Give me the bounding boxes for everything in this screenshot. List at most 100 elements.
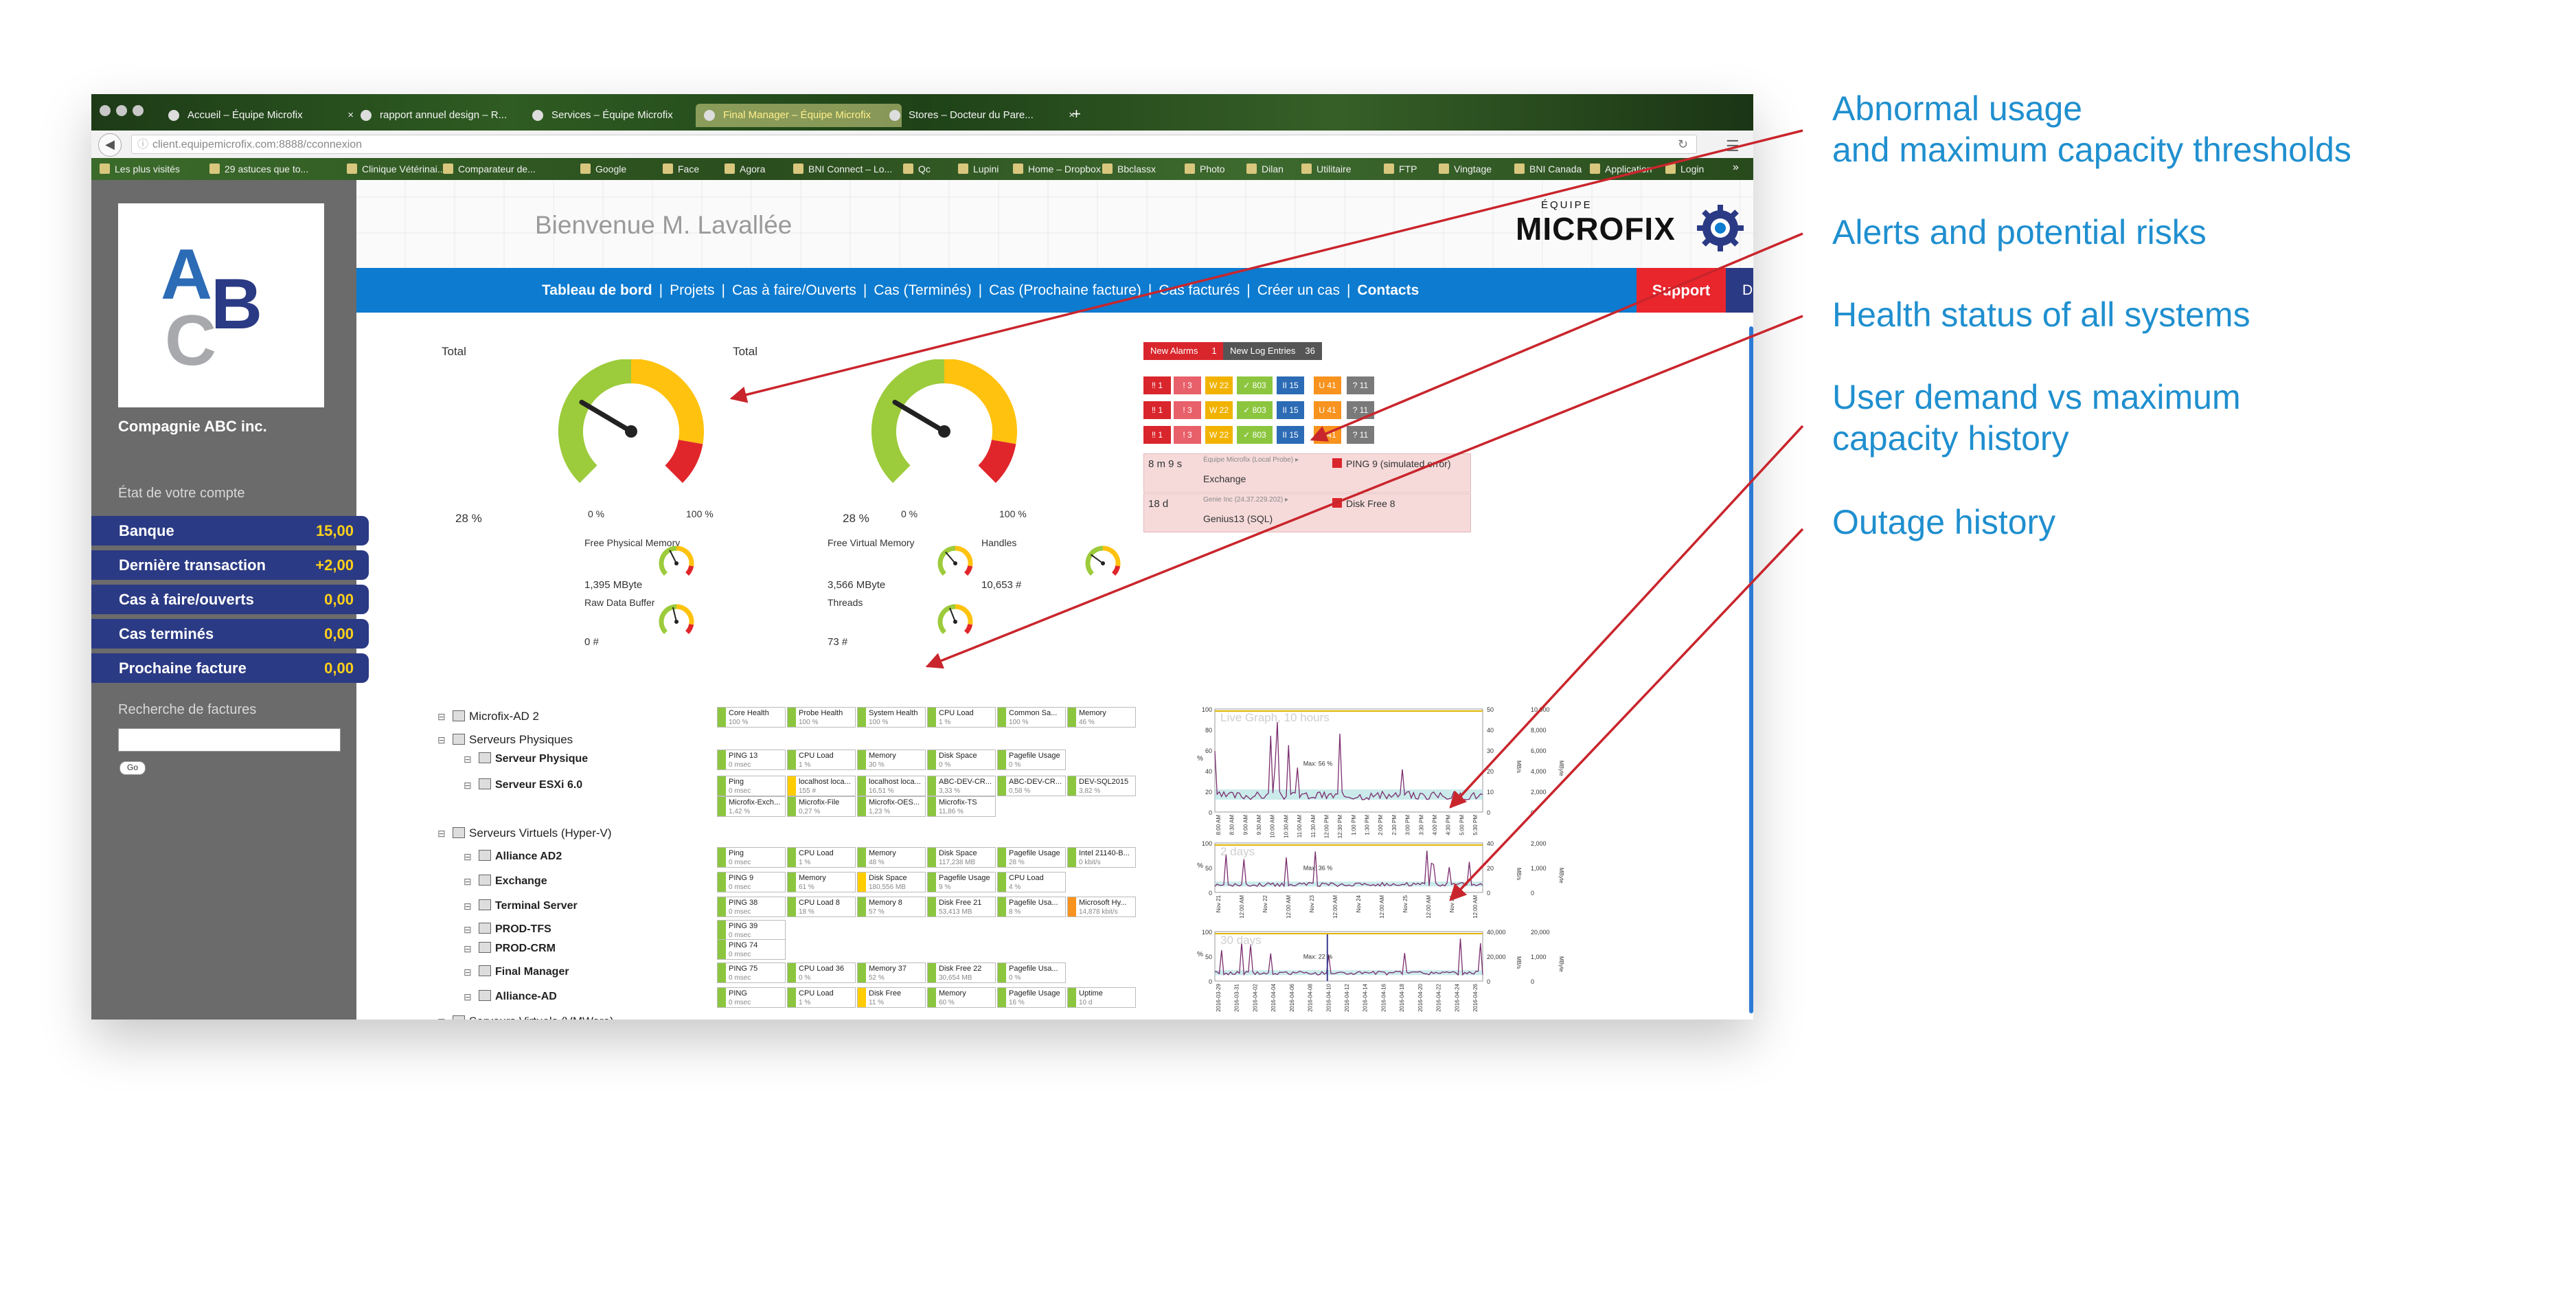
account-row[interactable]: Dernière transaction+2,00 [91, 550, 369, 580]
nav-link-3[interactable]: Cas (Terminés) [874, 282, 972, 298]
bookmark-item[interactable]: Google [580, 162, 626, 176]
status-count-cell[interactable]: II 15 [1277, 401, 1304, 419]
bookmark-item[interactable]: Utilitaire [1301, 162, 1352, 176]
reload-icon[interactable]: ↻ [1678, 137, 1689, 151]
status-count-cell[interactable]: ✓ 803 [1237, 401, 1273, 419]
sensor-tile[interactable]: localhost loca...16,51 % [857, 776, 926, 796]
status-count-cell[interactable]: ‼ 1 [1143, 376, 1171, 394]
status-count-cell[interactable]: W 22 [1205, 376, 1233, 394]
sensor-tile[interactable]: ABC-DEV-CR...3,33 % [927, 776, 996, 796]
tab-3[interactable]: Final Manager – Équipe Microfix× [696, 104, 902, 127]
minimize-window-icon[interactable] [116, 105, 127, 116]
tree-toggle-icon[interactable]: ⊟ [437, 1016, 446, 1020]
tree-toggle-icon[interactable]: ⊟ [464, 991, 472, 1002]
bookmark-item[interactable]: Vingtage [1439, 162, 1492, 176]
tree-node[interactable]: Terminal Server [479, 899, 578, 912]
tree-toggle-icon[interactable]: ⊟ [464, 901, 472, 912]
bookmark-item[interactable]: Lupini [958, 162, 999, 176]
tree-node[interactable]: Serveurs Virtuels (Hyper-V) [453, 826, 612, 840]
tree-node[interactable]: Serveurs Virtuels (VMWare) [453, 1015, 614, 1020]
tree-node[interactable]: PROD-CRM [479, 942, 556, 955]
status-count-cell[interactable]: ✓ 803 [1237, 376, 1273, 394]
new-tab-button[interactable]: + [1072, 105, 1081, 122]
bookmark-item[interactable]: BNI Connect – Lo... [793, 162, 892, 176]
tree-node[interactable]: Alliance-AD [479, 990, 557, 1003]
tree-toggle-icon[interactable]: ⊟ [464, 943, 472, 954]
nav-link-7[interactable]: Contacts [1357, 282, 1420, 298]
tree-node[interactable]: Serveur Physique [479, 752, 588, 765]
nav-link-4[interactable]: Cas (Prochaine facture) [989, 282, 1141, 298]
status-count-cell[interactable]: W 22 [1205, 401, 1233, 419]
bookmark-item[interactable]: Agora [725, 162, 765, 176]
logout-button[interactable]: Déconnexion [1726, 268, 1753, 313]
status-count-cell[interactable]: ✓ 803 [1237, 426, 1273, 444]
tree-toggle-icon[interactable]: ⊟ [437, 734, 446, 745]
page-scrollbar[interactable] [1749, 326, 1753, 1013]
sensor-tile[interactable]: localhost loca...155 # [787, 776, 856, 796]
tab-4[interactable]: Stores – Docteur du Pare...× [881, 104, 1080, 127]
close-tab-icon[interactable]: × [1069, 109, 1075, 121]
bookmark-item[interactable]: Photo [1185, 162, 1225, 176]
tree-toggle-icon[interactable]: ⊟ [464, 754, 472, 765]
status-count-cell[interactable]: ! 3 [1174, 401, 1201, 419]
tree-node[interactable]: Alliance AD2 [479, 850, 562, 863]
nav-link-0[interactable]: Tableau de bord [542, 282, 652, 298]
sensor-tile[interactable]: Common Sa...100 % [997, 707, 1066, 728]
bookmarks-more-button[interactable]: » [1733, 161, 1739, 173]
status-count-cell[interactable]: ? 11 [1347, 426, 1374, 444]
tree-node[interactable]: Exchange [479, 875, 547, 888]
tree-node[interactable]: Microfix-AD 2 [453, 710, 539, 723]
bookmark-item[interactable]: 29 astuces que to... [209, 162, 308, 176]
sensor-tile[interactable]: ABC-DEV-CR...0,58 % [997, 776, 1066, 796]
tree-node[interactable]: PROD-TFS [479, 923, 551, 936]
bookmark-item[interactable]: Home – Dropbox [1013, 162, 1101, 176]
nav-link-6[interactable]: Créer un cas [1257, 282, 1340, 298]
close-tab-icon[interactable]: × [347, 109, 354, 121]
tree-toggle-icon[interactable]: ⊟ [437, 711, 446, 722]
status-count-cell[interactable]: U 41 [1314, 376, 1341, 394]
status-count-cell[interactable]: ‼ 1 [1143, 401, 1171, 419]
sensor-tile[interactable]: Microfix-Exch...1,42 % [717, 796, 786, 817]
bookmark-item[interactable]: Clinique Vétérinai... [347, 162, 445, 176]
status-count-cell[interactable]: U 41 [1314, 401, 1341, 419]
tree-node[interactable]: Serveurs Physiques [453, 733, 573, 747]
menu-icon[interactable]: ☰ [1726, 137, 1740, 155]
status-count-cell[interactable]: ! 3 [1174, 426, 1201, 444]
tab-0[interactable]: Accueil – Équipe Microfix× [160, 104, 359, 127]
maximize-window-icon[interactable] [133, 105, 144, 116]
sensor-tile[interactable]: Microfix-OES...1,23 % [857, 796, 926, 817]
tree-toggle-icon[interactable]: ⊟ [464, 851, 472, 862]
status-count-cell[interactable]: II 15 [1277, 426, 1304, 444]
bookmark-item[interactable]: BNI Canada [1514, 162, 1582, 176]
go-button[interactable]: Go [119, 761, 146, 775]
